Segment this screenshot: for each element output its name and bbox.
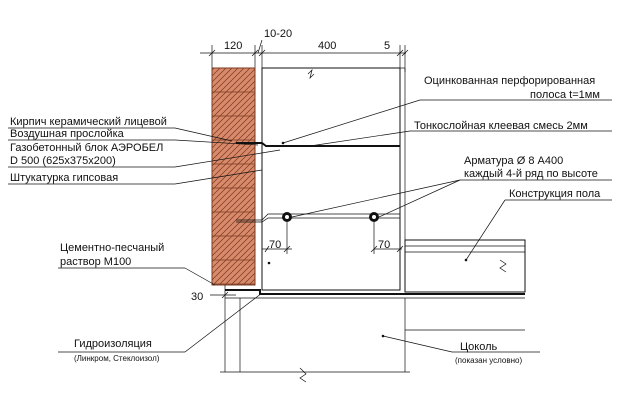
brick-hatch-line [211, 206, 256, 251]
brick-hatch-line [211, 170, 256, 215]
brick-hatch-line [211, 86, 256, 131]
brick-hatch-line [211, 146, 256, 191]
brick-hatch-line [248, 278, 256, 286]
brick-hatch-line [211, 224, 256, 269]
dim-rebar-left: 70 [269, 239, 281, 251]
label-strip-line2: полоса t=1мм [530, 89, 600, 101]
brick-hatch-line [211, 176, 256, 221]
brick-hatch-line [211, 67, 239, 95]
brick-hatch-line [211, 230, 256, 275]
perforated-strip [236, 142, 400, 147]
brick-hatch-line [211, 67, 227, 83]
rebar-dimensions: 70 70 [262, 222, 404, 254]
brick-hatch-line [218, 248, 256, 286]
brick-wall [211, 67, 256, 286]
label-rebar-line1: Арматура Ø 8 А400 [464, 155, 563, 167]
label-block-line2: D 500 (625x375x200) [10, 155, 116, 167]
brick-hatch-line [211, 104, 256, 149]
aerated-block [236, 67, 406, 291]
brick-hatch-line [211, 200, 256, 245]
label-waterproofing: Гидроизоляция [74, 338, 152, 350]
label-waterproofing-note: (Линкром, Стеклоизол) [74, 354, 160, 363]
brick-hatch-line [211, 194, 256, 239]
brick-hatch-line [211, 74, 256, 119]
dim-rebar-right: 70 [378, 239, 390, 251]
brick-hatch-line [211, 67, 215, 71]
brick-hatch-line [211, 188, 256, 233]
dim-bottom-offset: 30 [191, 291, 203, 303]
brick-hatch-line [211, 122, 256, 167]
brick-hatch-line [211, 67, 221, 77]
label-adhesive: Тонкослойная клеевая смесь 2мм [414, 120, 588, 132]
brick-hatch-line [211, 67, 233, 89]
brick-hatch-line [211, 158, 256, 203]
label-plaster: Штукатурка гипсовая [10, 172, 118, 184]
brick-hatch-line [211, 182, 256, 227]
brick-hatch-line [230, 260, 256, 286]
brick-hatch-line [211, 68, 256, 113]
brick-hatch-line [211, 92, 256, 137]
brick-hatch-line [212, 242, 256, 286]
label-floor: Конструкция пола [509, 188, 601, 200]
dim-offset-right: 5 [384, 40, 390, 52]
brick-hatch-line [211, 80, 256, 125]
label-block-line1: Газобетонный блок АЭРОБЕЛ [10, 142, 163, 154]
label-plinth-note: (показан условно) [455, 356, 522, 365]
brick-hatch-line [211, 110, 256, 155]
label-brick: Кирпич керамический лицевой [10, 116, 167, 128]
floor-construction [404, 239, 526, 293]
brick-hatch-line [211, 116, 256, 161]
label-mortar-line2: раствор М100 [60, 256, 131, 268]
brick-hatch-line [242, 272, 256, 286]
dim-air-gap: 10-20 [264, 28, 292, 40]
left-labels: Кирпич керамический лицевой Воздушная пр… [8, 116, 281, 363]
brick-hatch-line [211, 67, 245, 101]
label-plinth: Цоколь [460, 341, 497, 353]
dim-brick-width: 120 [224, 40, 242, 52]
label-rebar-line2: каждый 4-й ряд по высоте [464, 168, 598, 180]
plinth: 30 [191, 285, 525, 383]
brick-hatch-line [224, 254, 256, 286]
brick-hatch-line [211, 67, 251, 107]
brick-hatch-line [236, 266, 256, 286]
label-strip-line1: Оцинкованная перфорированная [424, 75, 595, 87]
label-mortar-line1: Цементно-песчаный [60, 242, 164, 254]
right-labels: Оцинкованная перфорированная полоса t=1м… [282, 75, 612, 365]
brick-hatch-line [211, 98, 256, 143]
top-dimension-line: 120 10-20 400 5 [200, 28, 409, 72]
brick-hatch-line [211, 128, 256, 173]
label-air-gap: Воздушная прослойка [10, 128, 125, 140]
dim-block-width: 400 [318, 40, 336, 52]
brick-hatch-line [211, 236, 256, 281]
brick-hatch-line [211, 218, 256, 263]
